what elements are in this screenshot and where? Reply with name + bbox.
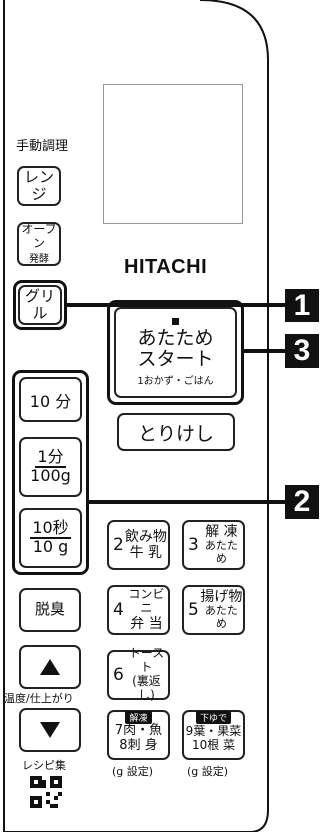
brand-logo: HITACHI xyxy=(124,256,208,278)
oven-button[interactable]: オーブン 発酵 xyxy=(17,222,61,266)
menu-5-line2: あたため xyxy=(204,604,238,631)
menu-7-line1: 7肉・魚 xyxy=(114,723,163,738)
range-label: レンジ xyxy=(23,167,54,203)
time-highlight xyxy=(12,370,89,575)
oven-label: オーブン xyxy=(21,222,57,250)
menu-3-number: 3 xyxy=(188,535,199,555)
ten-sec-bottom: 10 g xyxy=(32,537,69,556)
menu-5-line1: 揚げ物 xyxy=(200,589,243,606)
oven-sub-label: 発酵 xyxy=(29,253,49,265)
menu-2-drink-button[interactable]: 2 飲み物牛 乳 xyxy=(107,520,170,570)
start-sub-label: 1おかず・ごはん xyxy=(137,376,214,388)
manual-cooking-label: 手動調理 xyxy=(16,139,69,154)
temp-down-button[interactable] xyxy=(19,708,81,752)
start-label-1: あたため xyxy=(137,326,214,349)
menu-9-note: (g 設定) xyxy=(187,765,229,778)
menu-3-line1: 解 凍 xyxy=(205,524,238,541)
menu-9-tag: 下ゆで xyxy=(195,711,231,724)
start-label-2: スタート xyxy=(137,347,214,370)
menu-2-line2: 牛 乳 xyxy=(129,545,163,561)
callout-2: 2 xyxy=(285,485,319,519)
menu-2-line1: 飲み物 xyxy=(124,528,167,545)
ten-sec-fraction: 10秒 10 g xyxy=(30,518,71,556)
menu-7-tag: 解凍 xyxy=(125,711,152,724)
menu-6-line1: トースト xyxy=(128,646,165,675)
menu-9-veg-button[interactable]: 下ゆで 9葉・果菜 10根 菜 xyxy=(182,710,245,760)
qr-code-icon xyxy=(30,776,62,808)
menu-6-toast-button[interactable]: 6 トースト(裏返し) xyxy=(107,646,170,702)
temp-up-button[interactable] xyxy=(19,645,81,689)
range-button[interactable]: レンジ xyxy=(17,166,61,206)
menu-5-number: 5 xyxy=(188,600,199,620)
one-min-bottom: 100g xyxy=(30,466,71,485)
cancel-label: とりけし xyxy=(137,422,214,445)
menu-7-meat-button[interactable]: 解凍 7肉・魚 8刺 身 xyxy=(107,710,170,760)
recipe-label: レシピ集 xyxy=(22,759,66,772)
menu-3-defrost-button[interactable]: 3 解 凍あたため xyxy=(182,520,245,570)
deodorize-label: 脱臭 xyxy=(34,600,65,619)
up-triangle-icon xyxy=(40,659,60,675)
menu-4-number: 4 xyxy=(113,600,124,620)
callout-1-leader xyxy=(66,303,292,307)
grill-highlight xyxy=(13,280,67,330)
one-min-top: 1分 xyxy=(35,447,66,468)
menu-7-line2: 8刺 身 xyxy=(119,737,158,753)
callout-1: 1 xyxy=(285,289,319,322)
callout-3-leader xyxy=(243,349,293,353)
callout-3: 3 xyxy=(285,334,319,368)
ten-min-label: 10 分 xyxy=(29,391,72,411)
one-min-button[interactable]: 1分 100g xyxy=(19,437,82,497)
menu-9-line2: 10根 菜 xyxy=(191,738,236,753)
start-button[interactable]: あたため スタート 1おかず・ごはん xyxy=(114,307,237,398)
display-window xyxy=(103,84,243,224)
start-highlight xyxy=(107,300,244,405)
callout-2-leader xyxy=(88,500,293,504)
menu-6-number: 6 xyxy=(113,665,124,685)
temp-label: 温度/仕上がり xyxy=(4,692,74,705)
grill-label: グリル xyxy=(24,286,55,322)
down-triangle-icon xyxy=(40,722,60,738)
start-indicator-icon xyxy=(172,317,179,325)
ten-sec-top: 10秒 xyxy=(30,518,71,539)
ten-sec-button[interactable]: 10秒 10 g xyxy=(19,508,82,568)
deodorize-button[interactable]: 脱臭 xyxy=(19,588,81,632)
grill-button[interactable]: グリル xyxy=(18,285,62,325)
menu-5-fried-button[interactable]: 5 揚げ物あたため xyxy=(182,585,245,635)
menu-9-line1: 9葉・果菜 xyxy=(185,724,242,738)
cancel-button[interactable]: とりけし xyxy=(117,413,235,451)
menu-4-line1: コンビニ xyxy=(128,587,165,615)
menu-2-number: 2 xyxy=(113,535,124,555)
one-min-fraction: 1分 100g xyxy=(30,447,71,485)
menu-4-bento-button[interactable]: 4 コンビニ弁 当 xyxy=(107,585,170,635)
menu-7-note: (g 設定) xyxy=(112,765,154,778)
menu-3-line2: あたため xyxy=(204,539,238,566)
menu-4-line2: 弁 当 xyxy=(130,615,163,632)
menu-6-line2: (裏返し) xyxy=(132,674,161,702)
ten-min-button[interactable]: 10 分 xyxy=(19,377,82,422)
